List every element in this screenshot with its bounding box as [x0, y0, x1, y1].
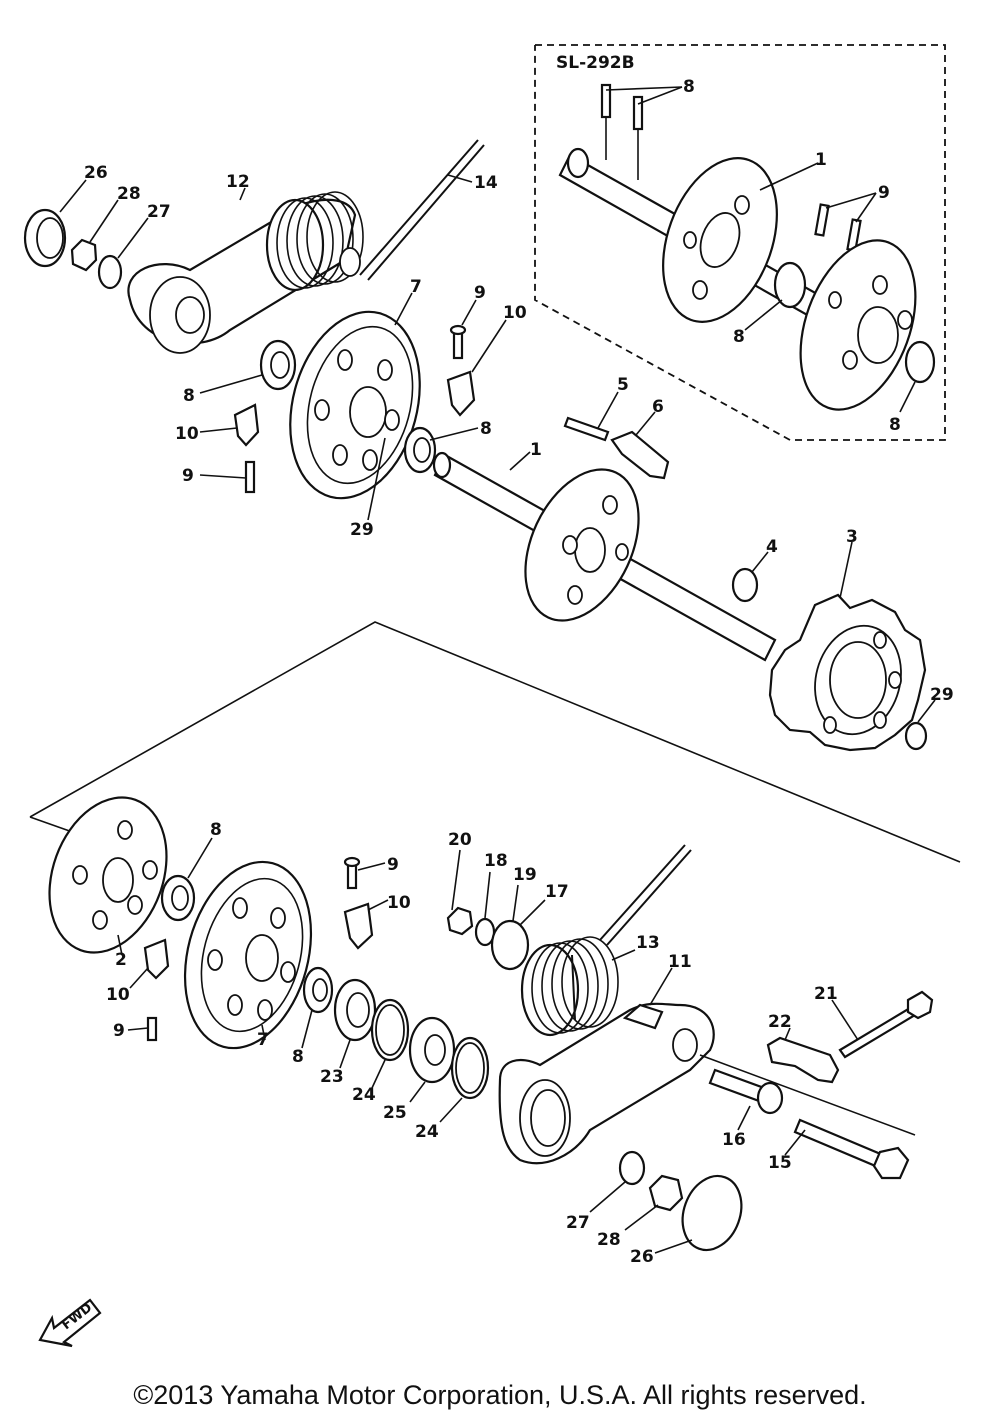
- callout-8: 8: [292, 1047, 304, 1067]
- callout-10: 10: [106, 985, 130, 1005]
- callout-7: 7: [257, 1030, 269, 1050]
- callout-28: 28: [597, 1230, 621, 1250]
- clip: [343, 902, 374, 950]
- callout-16: 16: [722, 1130, 746, 1150]
- callout-12: 12: [226, 172, 250, 192]
- callout-3: 3: [846, 527, 858, 547]
- inset-ring: [904, 340, 936, 384]
- bushing: [904, 721, 928, 751]
- callout-28: 28: [117, 184, 141, 204]
- callout-1: 1: [530, 440, 542, 460]
- callout-22: 22: [768, 1012, 792, 1032]
- callout-8: 8: [733, 327, 745, 347]
- callout-5: 5: [617, 375, 629, 395]
- callout-10: 10: [387, 893, 411, 913]
- inset-wheel: [799, 239, 917, 411]
- washer: [97, 254, 123, 290]
- callout-24: 24: [415, 1122, 439, 1142]
- callout-13: 13: [636, 933, 660, 953]
- nut: [446, 906, 474, 936]
- bolt: [146, 1016, 158, 1042]
- callout-21: 21: [814, 984, 838, 1004]
- callout-2: 2: [115, 950, 127, 970]
- inset-spacer: [773, 261, 807, 309]
- callout-23: 23: [320, 1067, 344, 1087]
- inset-model-label: SL-292B: [556, 53, 635, 73]
- bolt: [563, 416, 610, 442]
- bracket: [610, 430, 670, 480]
- inset-pin: [632, 95, 644, 131]
- callout-15: 15: [768, 1153, 792, 1173]
- callout-9: 9: [387, 855, 399, 875]
- callout-18: 18: [484, 851, 508, 871]
- callout-8: 8: [889, 415, 901, 435]
- torsion-spring: [265, 191, 364, 292]
- bolt: [244, 460, 256, 494]
- collar: [731, 567, 759, 603]
- callout-4: 4: [766, 537, 778, 557]
- callout-8: 8: [480, 419, 492, 439]
- clip: [233, 403, 260, 447]
- callout-25: 25: [383, 1103, 407, 1123]
- bracket: [766, 1036, 840, 1084]
- callout-8: 8: [210, 820, 222, 840]
- clip: [446, 370, 476, 417]
- callout-26: 26: [84, 163, 108, 183]
- exploded-parts-diagram: SL-292B 8 1 8 9: [23, 44, 961, 1348]
- torsion-spring: [520, 936, 619, 1037]
- nut: [70, 238, 98, 272]
- callout-9: 9: [113, 1021, 125, 1041]
- callout-19: 19: [513, 865, 537, 885]
- nut: [648, 1174, 684, 1212]
- callout-10: 10: [175, 424, 199, 444]
- callout-14: 14: [474, 173, 498, 193]
- callout-17: 17: [545, 882, 569, 902]
- callout-9: 9: [878, 183, 890, 203]
- plate: [490, 919, 530, 971]
- callout-26: 26: [630, 1247, 654, 1267]
- callout-6: 6: [652, 397, 664, 417]
- callout-24: 24: [352, 1085, 376, 1105]
- callout-9: 9: [474, 283, 486, 303]
- callout-20: 20: [448, 830, 472, 850]
- cap: [681, 1174, 743, 1252]
- upper-left-assembly: 26 28 27 12 14 8: [23, 139, 527, 540]
- lower-assembly: 2 8 7 9 10 10 9: [48, 796, 934, 1267]
- callout-11: 11: [668, 952, 692, 972]
- callout-27: 27: [566, 1213, 590, 1233]
- callout-7: 7: [410, 277, 422, 297]
- callout-1: 1: [815, 150, 827, 170]
- callout-29: 29: [350, 520, 374, 540]
- callout-8: 8: [683, 77, 695, 97]
- inset-box-sl-292b: SL-292B 8 1 8 9: [534, 44, 946, 441]
- clip: [143, 938, 170, 980]
- forward-arrow-icon: FWD: [38, 1298, 102, 1348]
- main-shaft-assembly: 1 5 6 4 3 29: [29, 375, 961, 863]
- copyright-notice: ©2013 Yamaha Motor Corporation, U.S.A. A…: [133, 1380, 867, 1410]
- callout-9: 9: [182, 466, 194, 486]
- callout-8: 8: [183, 386, 195, 406]
- callout-27: 27: [147, 202, 171, 222]
- callout-29: 29: [930, 685, 954, 705]
- callout-10: 10: [503, 303, 527, 323]
- washer: [618, 1150, 646, 1186]
